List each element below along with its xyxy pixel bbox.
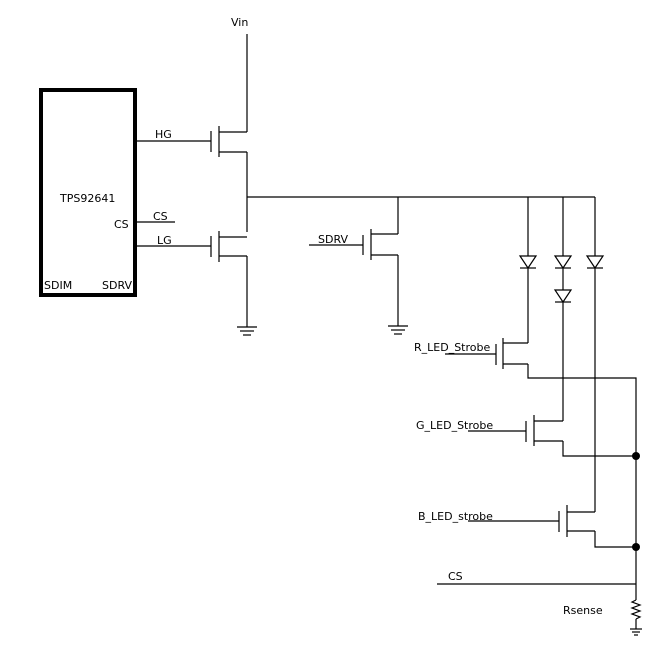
r-led-strobe-label: R_LED_Strobe <box>414 341 490 354</box>
junction-dot-2 <box>632 543 640 551</box>
g-led-strobe-label: G_LED_Strobe <box>416 419 493 432</box>
sdrv-gate-label: SDRV <box>318 233 348 246</box>
shunt-mosfet <box>309 229 398 260</box>
g-strobe-mosfet <box>468 415 563 446</box>
green-led-diode-2 <box>553 289 573 304</box>
cs-wire-label: CS <box>153 210 168 223</box>
vin-label: Vin <box>231 16 248 29</box>
ground-symbol-3 <box>630 628 642 636</box>
cs-bottom-label: CS <box>448 570 463 583</box>
rsense-resistor <box>630 599 642 620</box>
hg-label: HG <box>155 128 172 141</box>
ground-symbol-2 <box>388 325 408 335</box>
controller-ic-box <box>39 88 137 297</box>
high-side-mosfet <box>135 126 247 157</box>
r-strobe-mosfet <box>445 338 528 369</box>
g-strobe-source-wire <box>562 441 636 457</box>
controller-ic-label: TPS92641 <box>59 192 115 205</box>
sdrv-pin-label: SDRV <box>102 279 132 292</box>
blue-led-diode <box>585 255 605 270</box>
ground-symbol-1 <box>237 326 257 336</box>
b-strobe-mosfet <box>468 505 595 537</box>
rsense-label: Rsense <box>563 604 603 617</box>
b-strobe-source-wire <box>594 531 636 548</box>
sdim-pin-label: SDIM <box>44 279 72 292</box>
lg-label: LG <box>157 234 172 247</box>
green-led-diode-1 <box>553 255 573 270</box>
r-strobe-source-wire <box>527 364 637 584</box>
b-led-strobe-label: B_LED_strobe <box>418 510 493 523</box>
cs-pin-label: CS <box>114 218 129 231</box>
red-led-diode <box>518 255 538 270</box>
junction-dot-1 <box>632 452 640 460</box>
low-side-mosfet <box>135 231 247 262</box>
